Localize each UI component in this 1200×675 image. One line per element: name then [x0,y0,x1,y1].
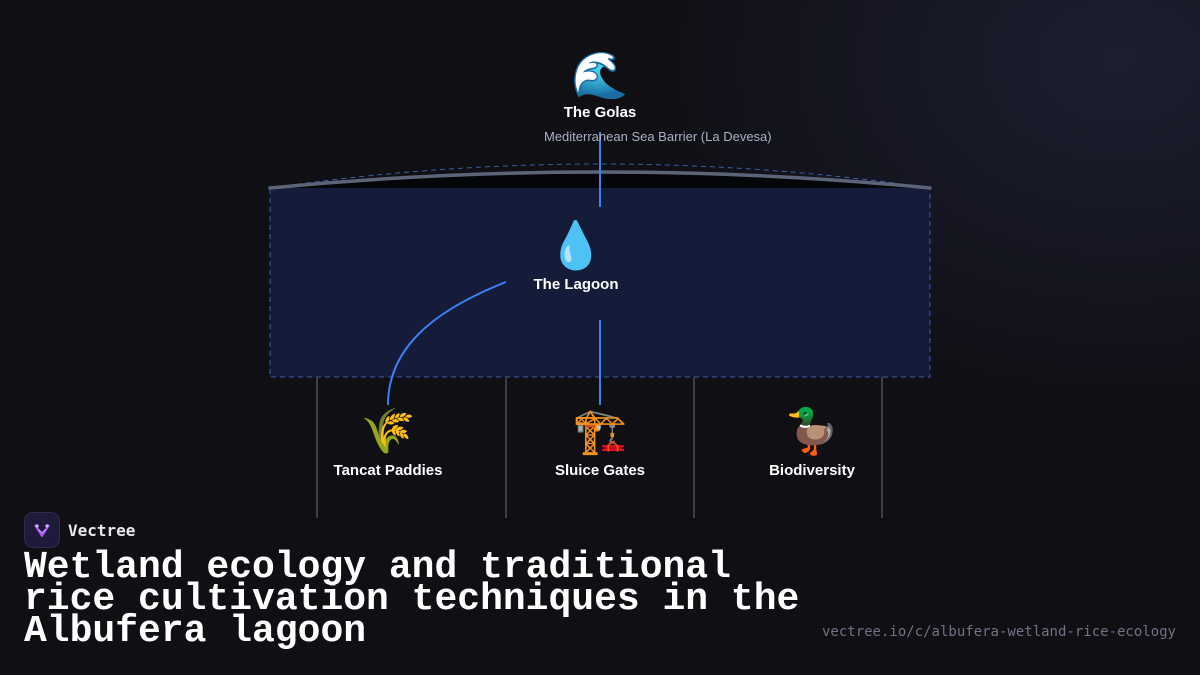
node-golas-label: The Golas [563,104,637,121]
source-url[interactable]: vectree.io/c/albufera-wetland-rice-ecolo… [821,624,1176,640]
node-golas: 🌊 The Golas [500,52,700,121]
brand-name: Vectree [68,520,136,540]
node-golas-subtitle-wrap: Mediterranean Sea Barrier (La Devesa) [500,126,862,144]
duck-icon: 🦆 [784,406,840,457]
barrier-dome-outline [269,163,931,189]
node-tancat-paddies-label: Tancat Paddies [333,462,443,479]
node-sluice-gates: 🏗️ Sluice Gates [525,406,675,480]
node-sluice-gates-label: Sluice Gates [554,462,646,479]
node-tancat-paddies: 🌾 Tancat Paddies [313,406,463,480]
water-drop-icon: 💧 [547,218,605,272]
node-golas-sublabel: Mediterranean Sea Barrier (La Devesa) [544,129,772,144]
node-biodiversity: 🦆 Biodiversity [737,406,887,480]
vectree-logo-icon [24,512,60,548]
node-biodiversity-label: Biodiversity [769,462,855,479]
connector-lagoon-paddies [387,281,507,406]
node-lagoon: 💧 The Lagoon [476,222,676,293]
wave-icon: 🌊 [571,48,629,102]
page-title: Wetland ecology and traditional rice cul… [24,546,800,653]
node-lagoon-label: The Lagoon [533,276,619,293]
brand[interactable]: Vectree [24,512,135,548]
construction-crane-icon: 🏗️ [572,406,628,457]
rice-sheaf-icon: 🌾 [360,406,416,457]
